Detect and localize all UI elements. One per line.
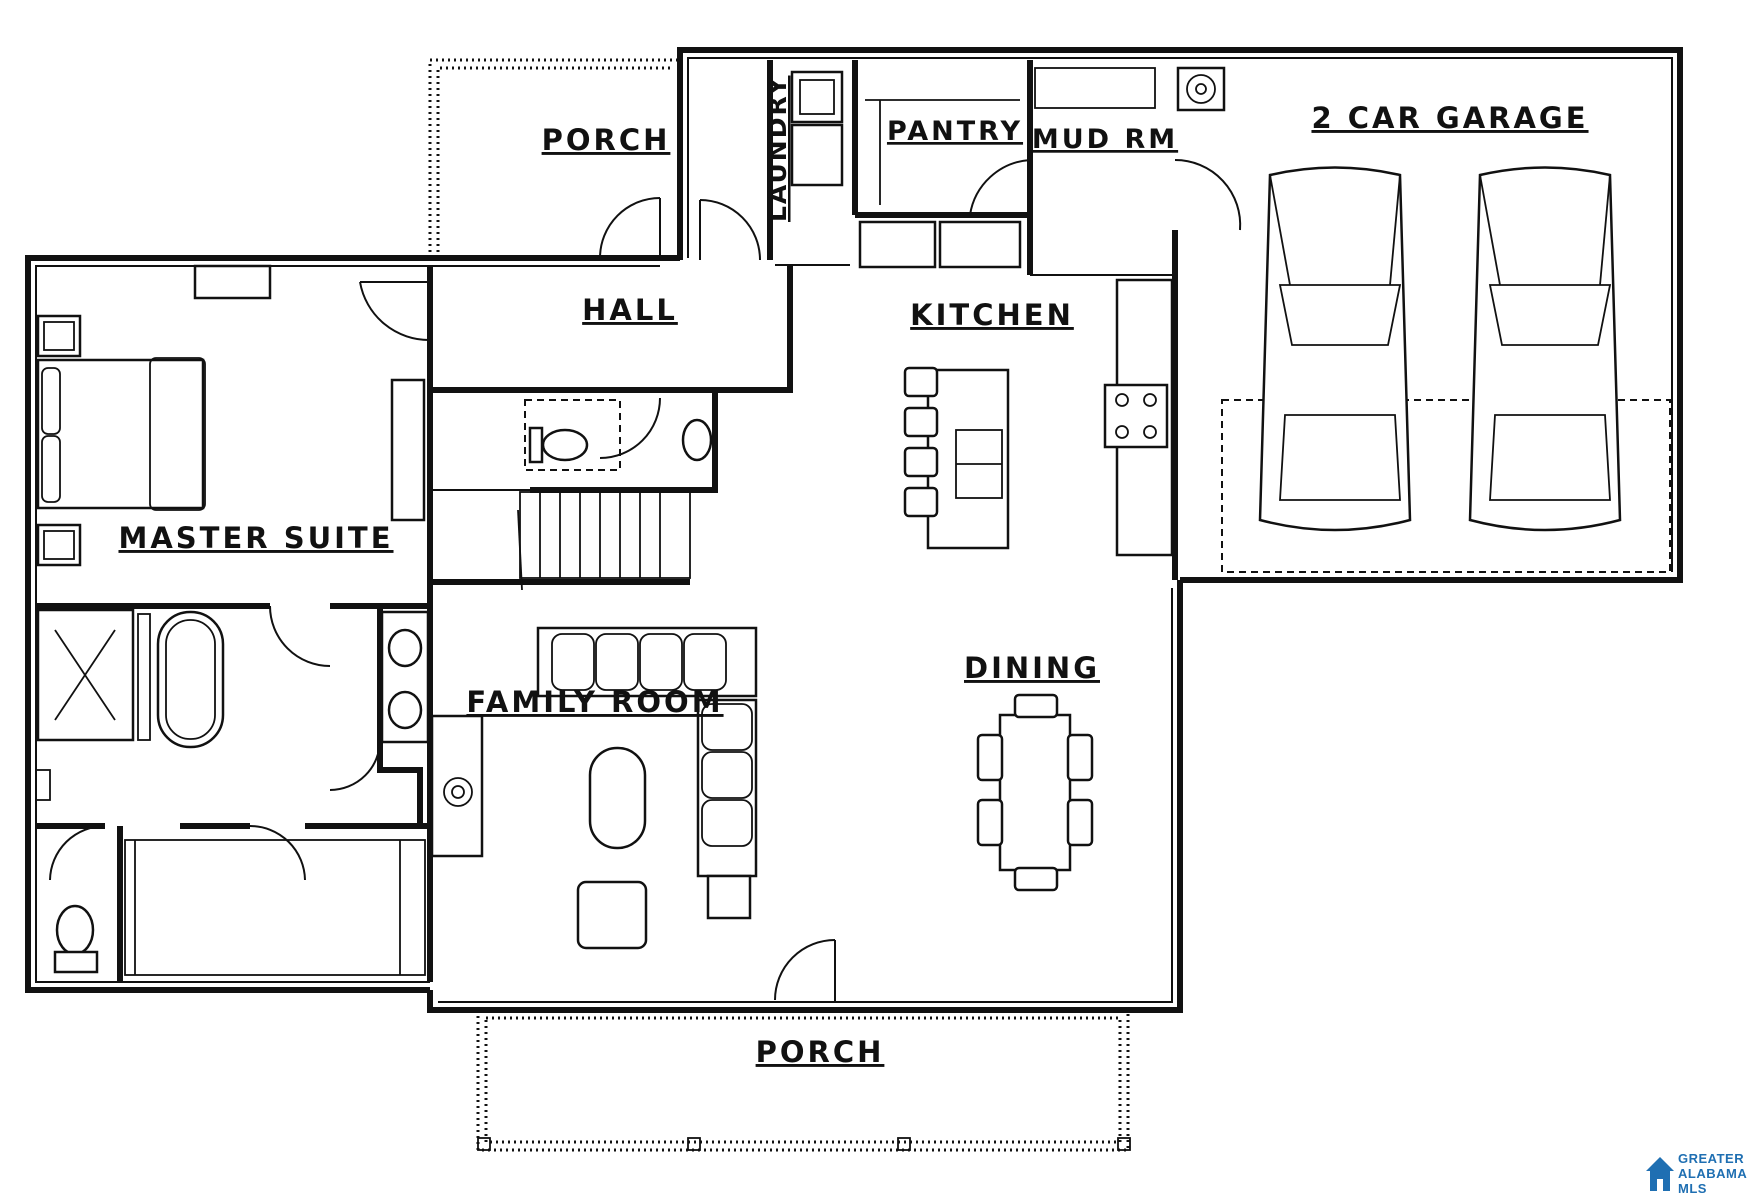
mudroom-bench — [1034, 67, 1156, 109]
label-master-suite: MASTER SUITE — [118, 521, 393, 555]
room-labels: PORCH LAUNDRY PANTRY MUD RM 2 CAR GARAGE… — [118, 76, 1588, 1069]
house-icon — [1646, 1157, 1674, 1191]
rear-porch — [428, 58, 680, 258]
label-pantry: PANTRY — [887, 116, 1023, 147]
stairs — [517, 399, 691, 591]
kitchen — [858, 220, 1174, 557]
front-porch — [476, 1008, 1131, 1152]
laundry-appliances — [790, 70, 844, 187]
logo-line-2: ALABAMA — [1678, 1166, 1747, 1181]
label-mud-rm: MUD RM — [1032, 124, 1178, 155]
label-porch-front: PORCH — [756, 1035, 885, 1069]
garage — [1176, 66, 1671, 573]
label-laundry: LAUNDRY — [763, 76, 792, 222]
label-garage: 2 CAR GARAGE — [1311, 101, 1588, 135]
greater-alabama-mls-logo: GREATER ALABAMA MLS — [1646, 1151, 1747, 1196]
car-left — [1258, 166, 1412, 532]
interior-walls — [36, 60, 1178, 982]
car-right — [1468, 166, 1622, 532]
label-family-room: FAMILY ROOM — [466, 685, 723, 719]
master-bath — [35, 608, 430, 976]
master-suite-furniture — [36, 264, 426, 567]
logo-line-3: MLS — [1678, 1181, 1707, 1196]
label-hall: HALL — [582, 293, 678, 327]
label-porch-rear: PORCH — [542, 123, 671, 157]
label-kitchen: KITCHEN — [910, 298, 1074, 332]
family-room-furniture — [443, 626, 758, 950]
doors — [49, 158, 1242, 1002]
dining-furniture — [976, 693, 1094, 892]
pantry-shelves — [865, 99, 1020, 205]
powder-room — [528, 418, 713, 464]
logo-line-1: GREATER — [1678, 1151, 1744, 1166]
label-dining: DINING — [964, 651, 1100, 685]
